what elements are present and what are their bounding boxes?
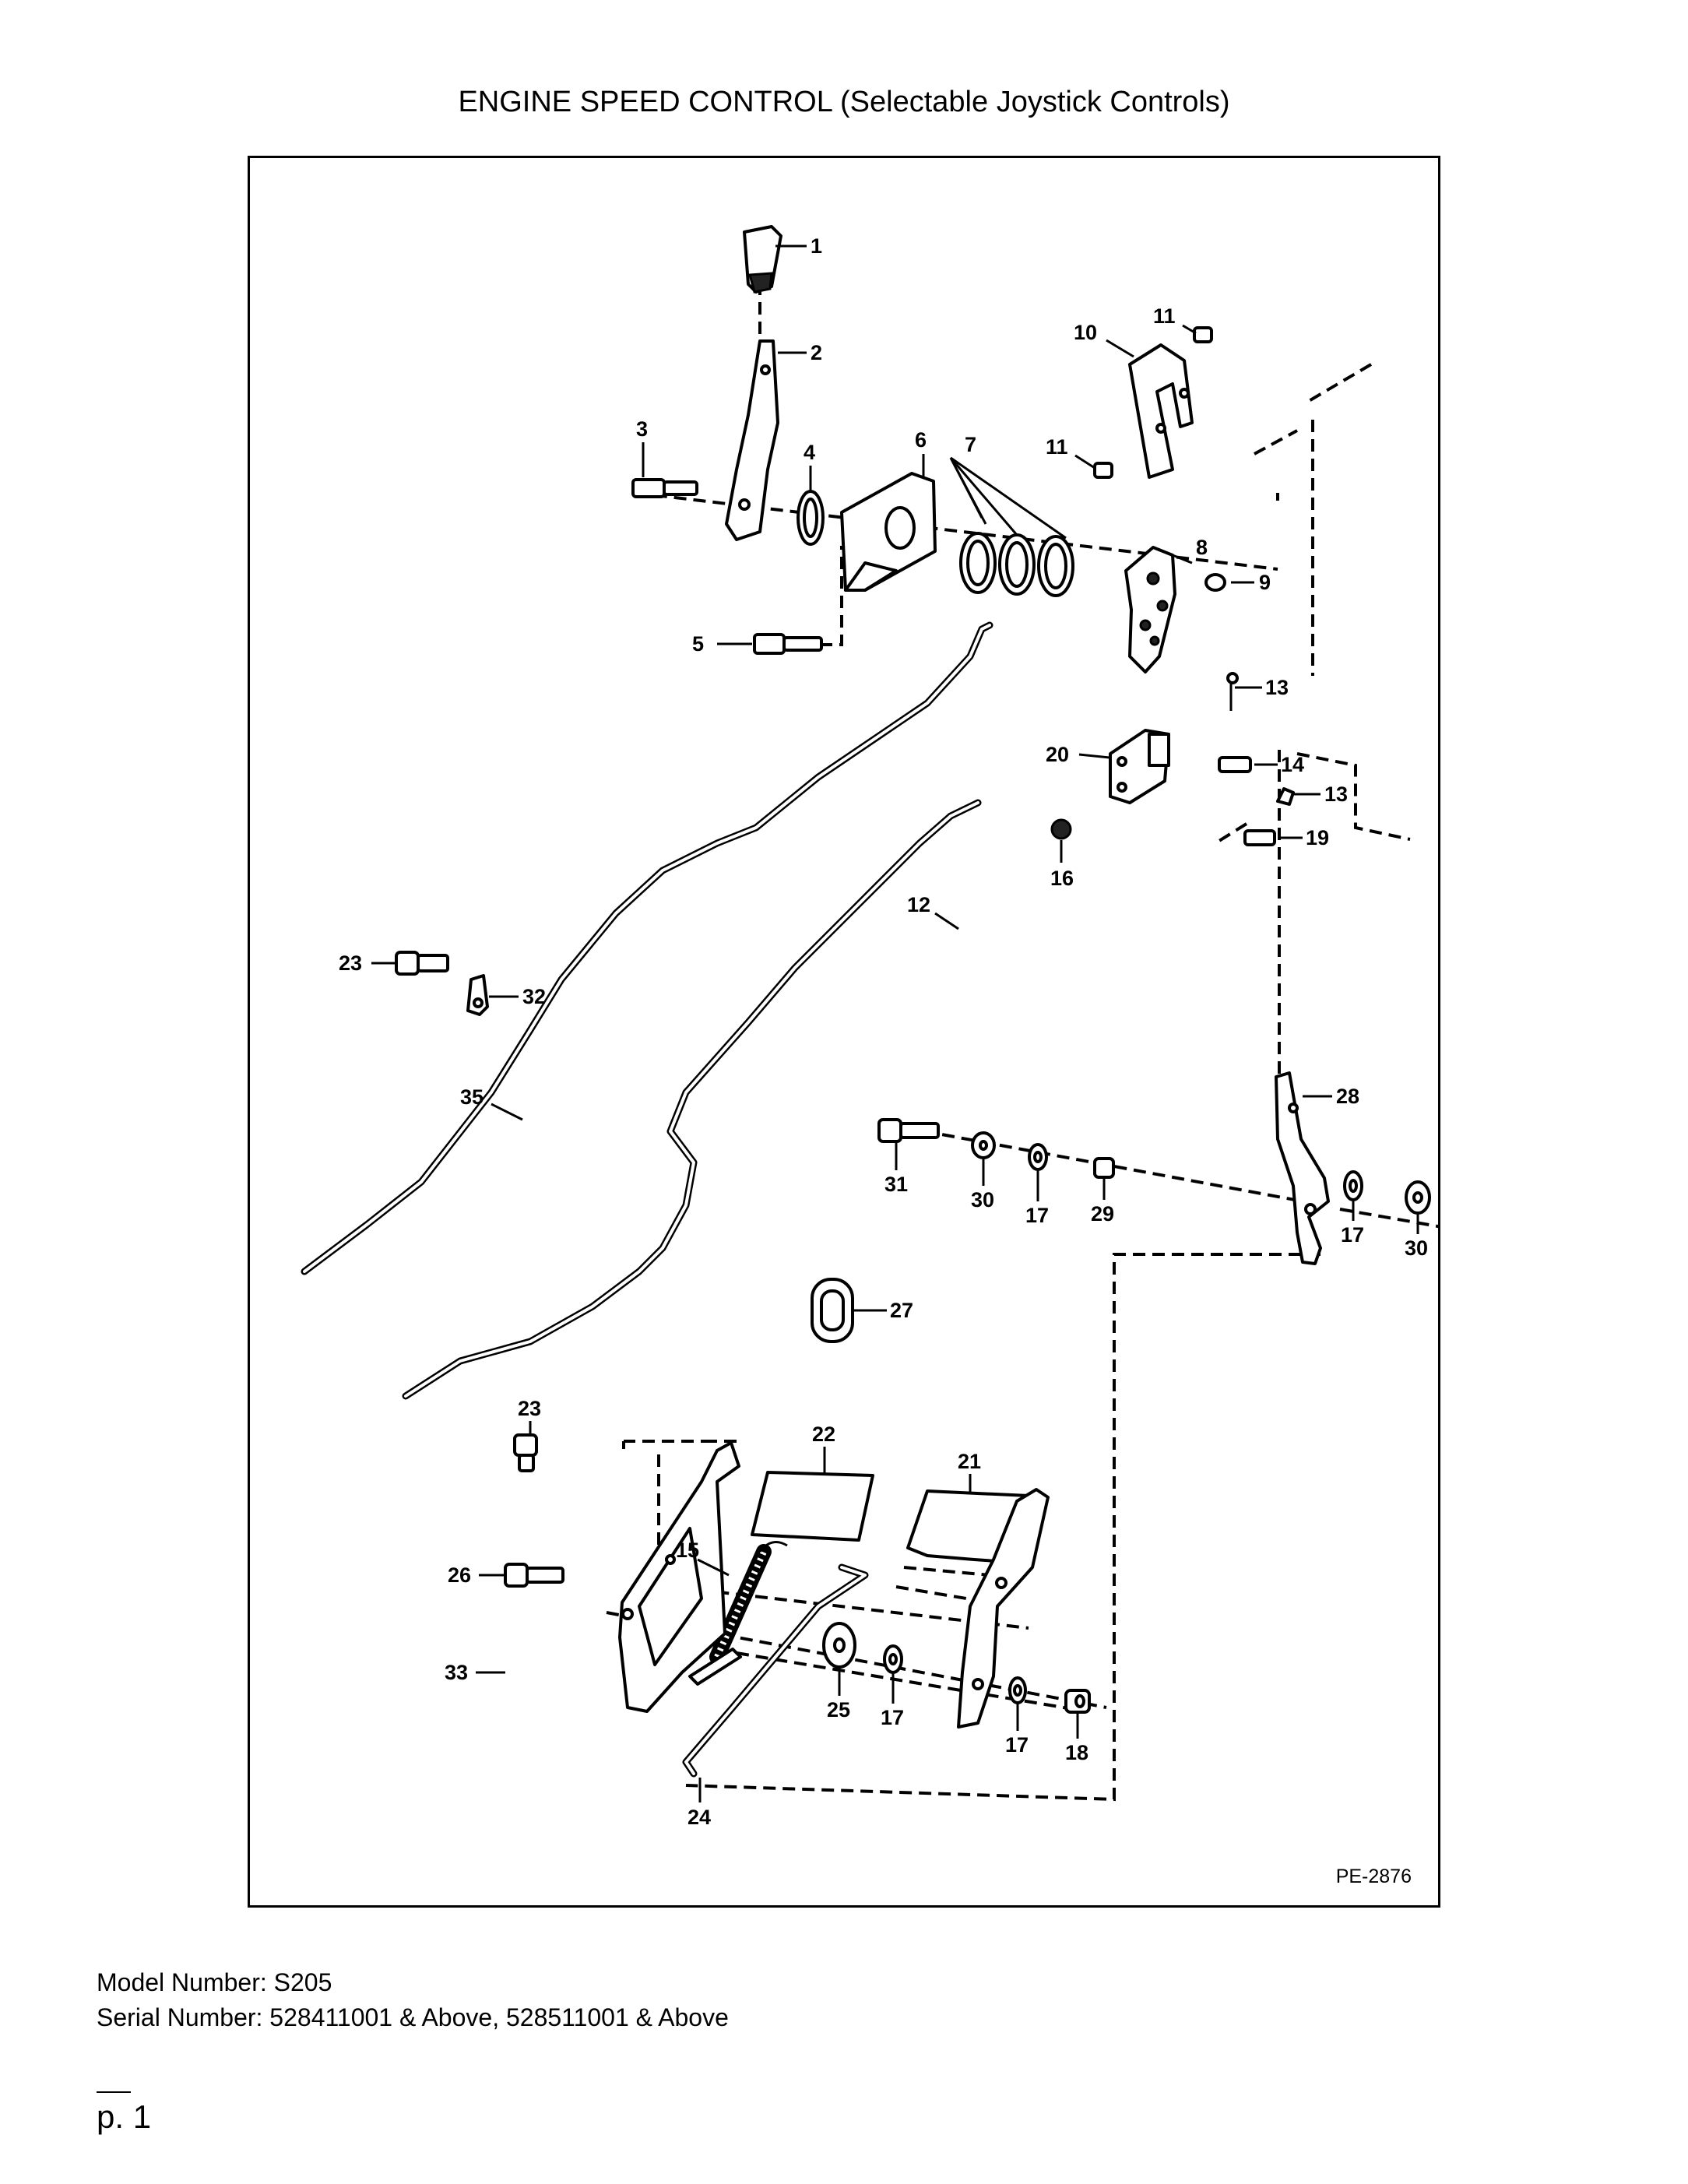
callout-24: 24: [688, 1806, 711, 1829]
leader-lines: [371, 244, 1419, 1802]
callout-23a: 23: [339, 951, 362, 975]
callout-29: 29: [1091, 1202, 1114, 1226]
spring-15: [709, 1541, 788, 1665]
callout-13a: 13: [1265, 676, 1289, 699]
callout-19: 19: [1306, 826, 1329, 849]
washer-17d: [1008, 1676, 1027, 1704]
callout-30b: 30: [1405, 1236, 1428, 1260]
callout-31: 31: [884, 1173, 908, 1196]
pin-19: [1243, 829, 1276, 846]
washer-17c: [883, 1644, 903, 1674]
page-number: p. 1: [97, 2098, 152, 2135]
callout-2: 2: [811, 341, 822, 364]
bolt-23b: [513, 1433, 538, 1472]
callout-26: 26: [448, 1563, 471, 1587]
diagram-frame: 1 2 3 4 6 7 5 8 9 10 11 11 13 14 13 19 2…: [248, 156, 1440, 1908]
clip-32: [466, 974, 489, 1016]
callout-5: 5: [692, 632, 704, 656]
screw-11b: [1093, 462, 1113, 479]
callout-7: 7: [965, 433, 976, 456]
callout-17d: 17: [1005, 1733, 1029, 1757]
callout-3: 3: [636, 417, 648, 441]
bolt-3: [631, 478, 698, 498]
lever-28: [1275, 1071, 1330, 1265]
callout-30a: 30: [971, 1188, 994, 1212]
figure-code: PE-2876: [1335, 1866, 1412, 1887]
callout-8: 8: [1196, 536, 1208, 559]
page-title: ENGINE SPEED CONTROL (Selectable Joystic…: [458, 86, 1230, 118]
callout-28: 28: [1336, 1085, 1359, 1108]
page-number-rule: [97, 2091, 131, 2093]
callout-22: 22: [812, 1423, 835, 1446]
callout-6: 6: [915, 428, 927, 452]
nut-18: [1064, 1689, 1091, 1714]
washer-4: [797, 490, 825, 546]
exploded-parts-diagram: 1 2 3 4 6 7 5 8 9 10 11 11 13 14 13 19 2…: [301, 225, 1438, 1829]
callout-13b: 13: [1324, 783, 1348, 806]
washer-25: [822, 1622, 856, 1669]
callout-4: 4: [804, 441, 815, 464]
washer-17b: [1343, 1170, 1363, 1201]
callout-32: 32: [522, 985, 546, 1008]
callout-21: 21: [958, 1450, 981, 1473]
callout-1: 1: [811, 234, 822, 258]
rod-35: [301, 621, 993, 1275]
pin-14: [1218, 756, 1252, 773]
callout-11a: 11: [1153, 304, 1176, 328]
nut-16: [1050, 818, 1072, 840]
bracket-33: [618, 1441, 742, 1713]
washer-17a: [1028, 1143, 1048, 1171]
callout-17c: 17: [881, 1706, 904, 1729]
callout-27: 27: [890, 1299, 913, 1322]
bolt-5: [753, 633, 823, 655]
callout-11b: 11: [1046, 435, 1068, 459]
callout-23b: 23: [518, 1397, 541, 1420]
callout-16: 16: [1050, 867, 1074, 890]
bracket-6: [840, 472, 937, 592]
rod-24: [682, 1563, 869, 1778]
bracket-10: [1128, 343, 1194, 479]
bushings-7: [959, 532, 1074, 597]
rod-12: [402, 799, 982, 1400]
block-20: [1109, 729, 1170, 804]
pedal-21: [906, 1488, 1050, 1729]
serial-number: Serial Number: 528411001 & Above, 528511…: [97, 2003, 729, 2031]
callout-15: 15: [676, 1539, 699, 1562]
callout-labels: 1 2 3 4 6 7 5 8 9 10 11 11 13 14 13 19 2…: [339, 234, 1428, 1829]
callout-35: 35: [460, 1085, 484, 1109]
callout-25: 25: [827, 1698, 850, 1722]
pin-13a: [1226, 672, 1239, 711]
cam-8: [1124, 546, 1176, 673]
callout-18: 18: [1065, 1741, 1088, 1764]
washer-30a: [971, 1131, 996, 1159]
grommet-27: [811, 1278, 854, 1343]
bolt-26: [504, 1563, 564, 1588]
nut-9: [1204, 573, 1226, 592]
callout-33: 33: [445, 1661, 468, 1684]
pad-22: [751, 1471, 874, 1542]
bolt-31: [877, 1118, 940, 1143]
callout-20: 20: [1046, 743, 1069, 766]
washer-30b: [1405, 1180, 1431, 1215]
pin-13b: [1276, 787, 1295, 806]
callout-14: 14: [1281, 753, 1304, 776]
callout-9: 9: [1259, 571, 1271, 594]
callout-17b: 17: [1341, 1223, 1364, 1247]
callout-17a: 17: [1025, 1204, 1049, 1227]
callout-12: 12: [907, 893, 930, 916]
bolt-23a: [395, 951, 449, 976]
model-number: Model Number: S205: [97, 1968, 332, 1996]
knob-1: [743, 225, 782, 294]
screw-11a: [1193, 326, 1213, 343]
spacer-29: [1093, 1157, 1115, 1179]
callout-10: 10: [1074, 321, 1097, 344]
lever-2: [725, 339, 779, 541]
